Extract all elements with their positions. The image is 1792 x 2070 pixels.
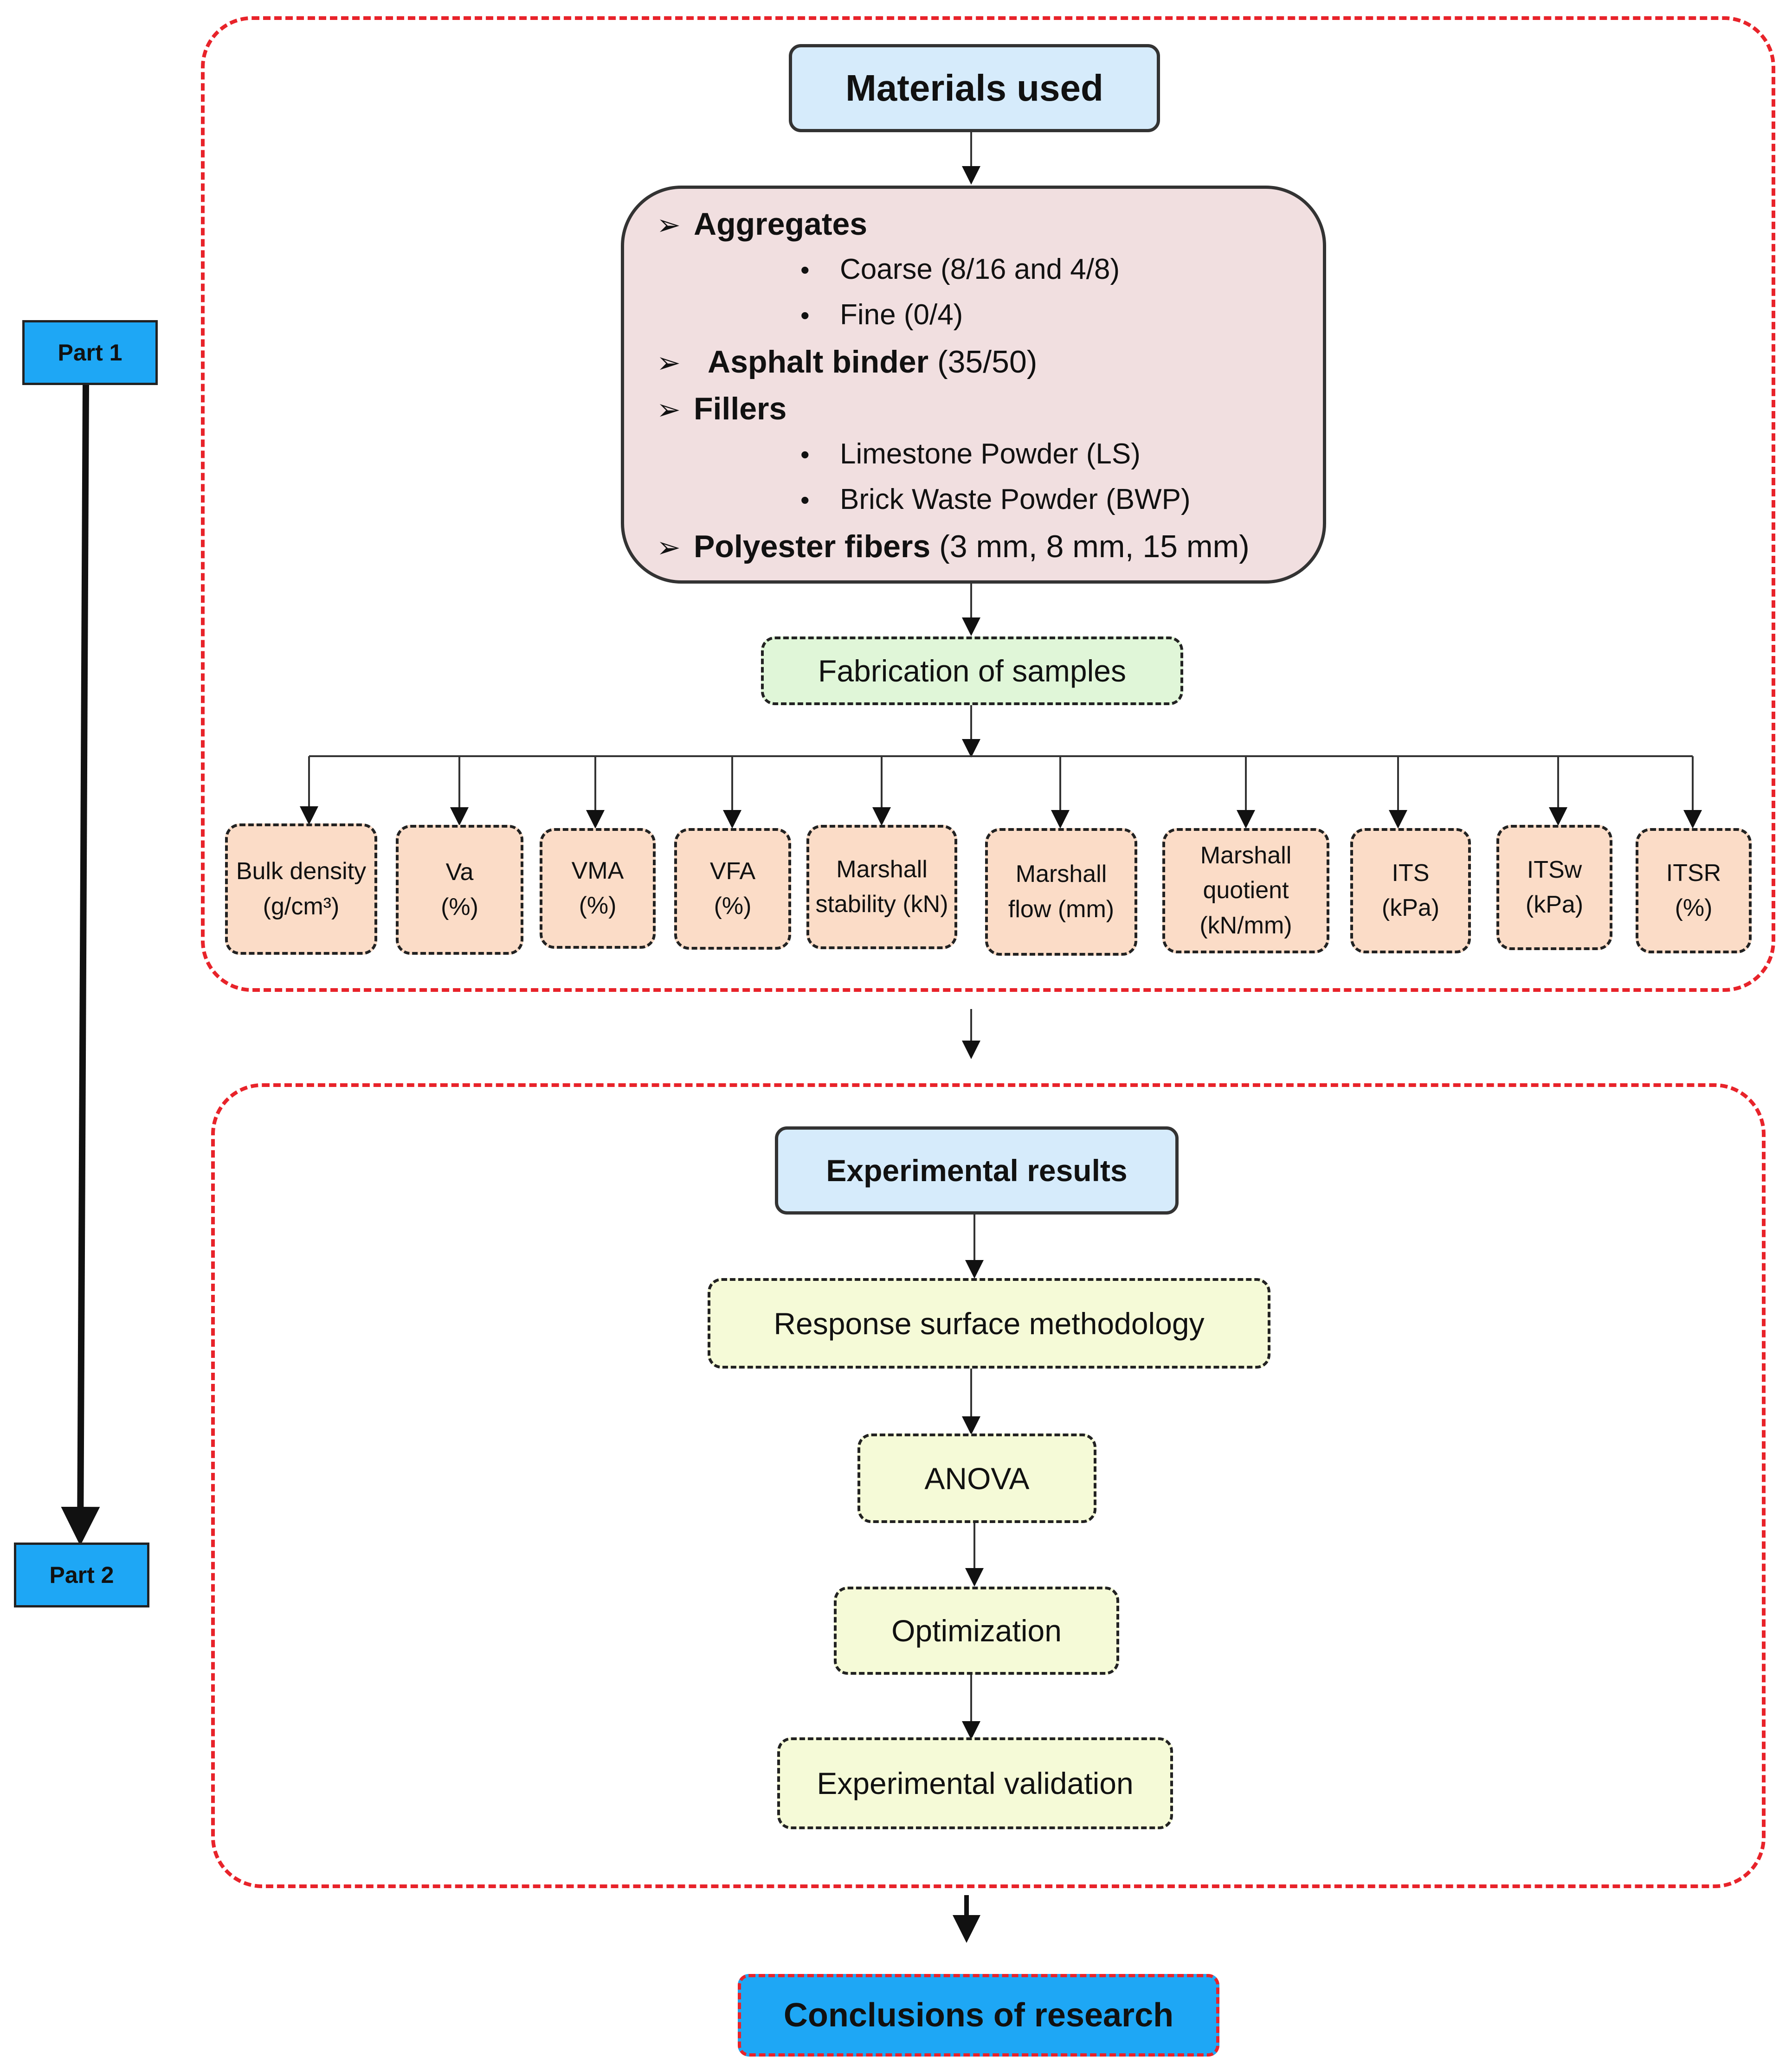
step-response-surface-methodology: Response surface methodology [708,1278,1270,1369]
materials-item-fillers: ➢Fillers [657,391,787,426]
test-box-va: Va (%) [396,825,523,955]
step-optimization: Optimization [834,1587,1119,1675]
conclusions-box: Conclusions of research [738,1974,1219,2057]
aggregates-sub-fine: •Fine (0/4) [800,299,963,331]
experimental-results-title: Experimental results [775,1126,1179,1215]
bullet-dot-icon: • [800,301,810,330]
test-box-marshall-quotient: Marshall quotient (kN/mm) [1162,828,1329,953]
arrow-bullet-icon: ➢ [657,532,681,564]
fabrication-box: Fabrication of samples [761,636,1183,705]
part1-frame [201,16,1775,992]
part2-frame [211,1083,1766,1888]
bullet-dot-icon: • [800,440,810,469]
part1-label: Part 1 [22,320,158,385]
materials-item-aggregates: ➢Aggregates [657,206,868,242]
fillers-sub-brick-waste: •Brick Waste Powder (BWP) [800,483,1191,515]
bullet-dot-icon: • [800,485,810,514]
step-anova: ANOVA [857,1434,1096,1523]
test-box-bulk-density: Bulk density (g/cm³) [225,823,377,955]
test-box-marshall-flow: Marshall flow (mm) [985,828,1137,956]
materials-box: ➢Aggregates •Coarse (8/16 and 4/8) •Fine… [621,186,1326,584]
fillers-sub-limestone: •Limestone Powder (LS) [800,438,1141,470]
bullet-dot-icon: • [800,255,810,284]
arrow-bullet-icon: ➢ [657,394,681,426]
test-box-its: ITS (kPa) [1350,828,1471,953]
test-box-marshall-stability: Marshall stability (kN) [806,825,957,949]
arrow-bullet-icon: ➢ [657,209,681,241]
step-experimental-validation: Experimental validation [777,1737,1173,1829]
test-box-vfa: VFA (%) [674,828,791,950]
materials-item-polyester-fibers: ➢Polyester fibers (3 mm, 8 mm, 15 mm) [657,529,1250,564]
aggregates-sub-coarse: •Coarse (8/16 and 4/8) [800,253,1120,285]
materials-item-asphalt-binder: ➢Asphalt binder (35/50) [657,344,1038,379]
materials-title: Materials used [789,44,1160,132]
test-box-itsr: ITSR (%) [1636,828,1752,953]
test-box-itsw: ITSw (kPa) [1496,825,1612,950]
part2-label: Part 2 [14,1543,149,1607]
test-box-vma: VMA (%) [540,828,656,949]
timeline-arrow [61,385,100,1546]
arrow-bullet-icon: ➢ [657,347,681,379]
